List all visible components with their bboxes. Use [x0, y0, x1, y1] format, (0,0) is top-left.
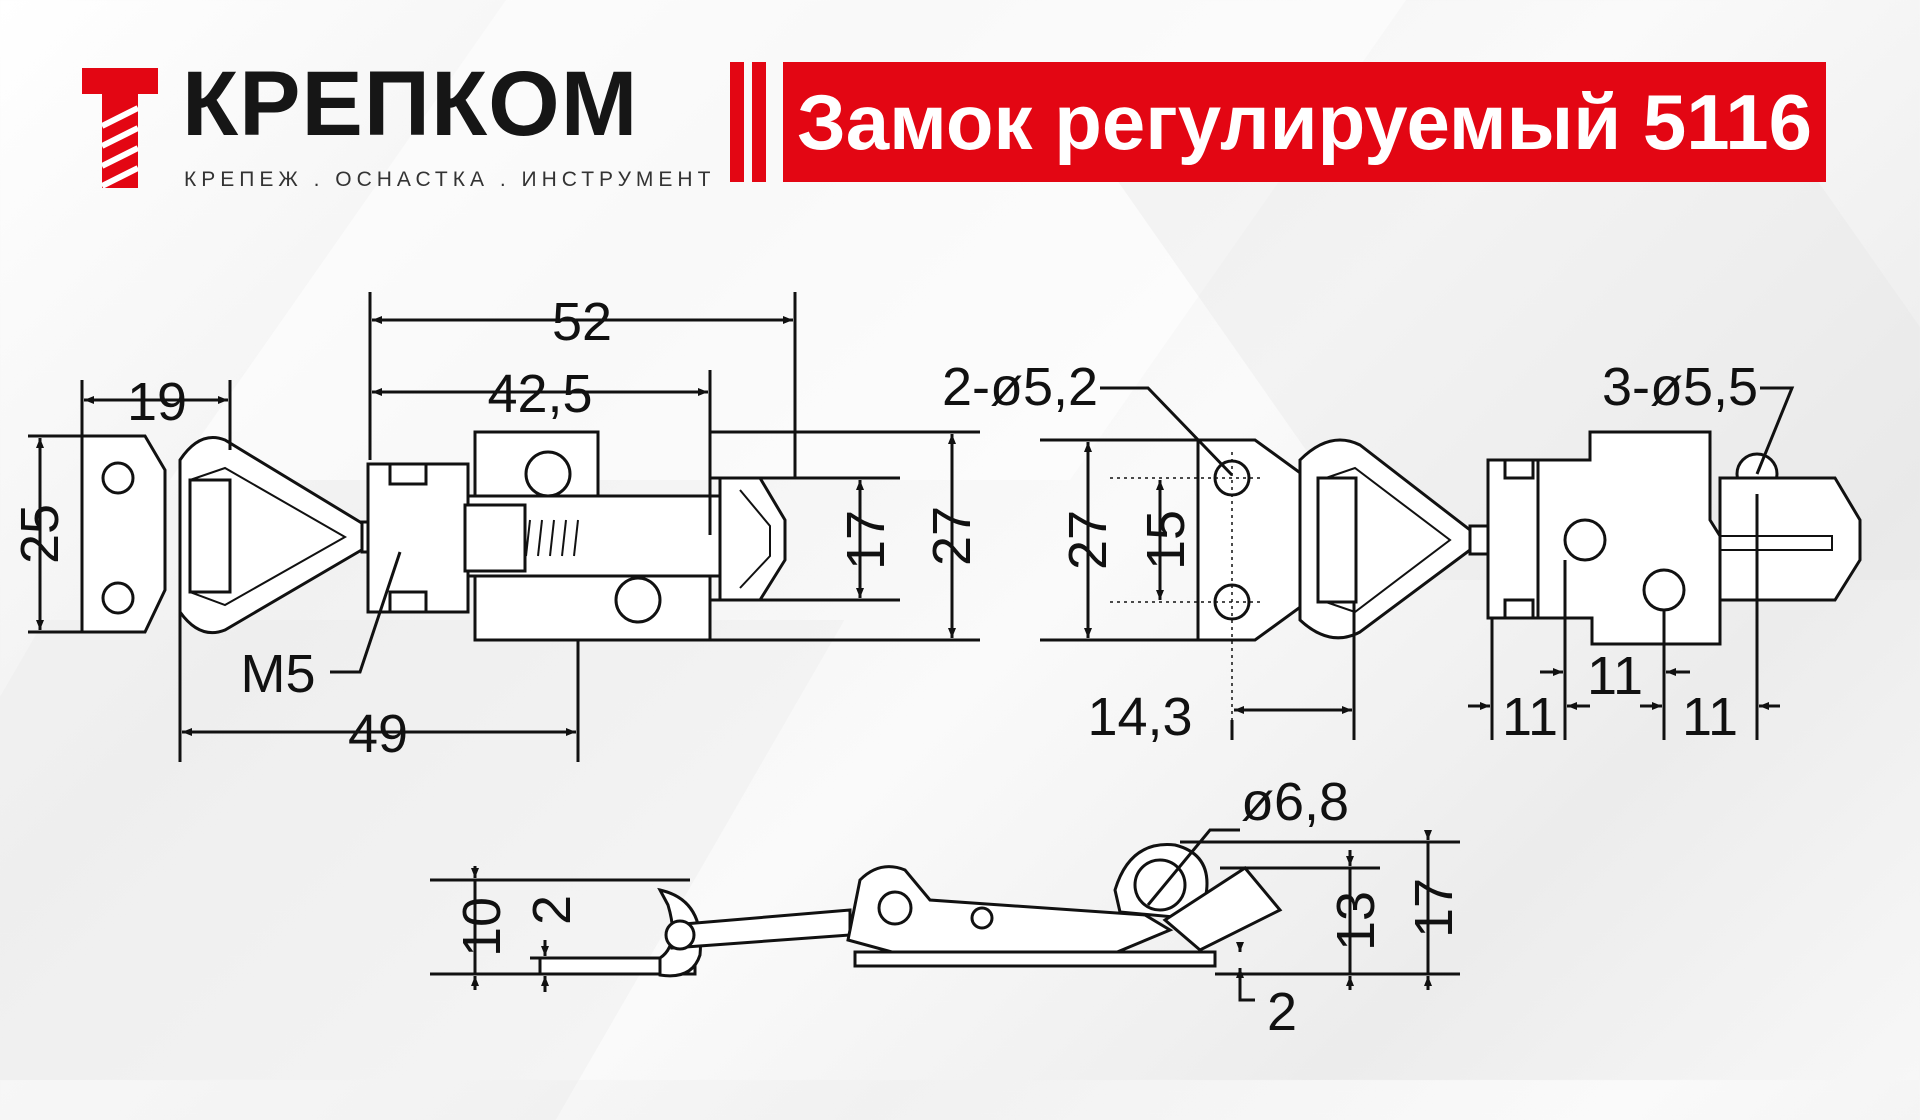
- link-rod: [670, 908, 852, 950]
- dim-hole-dia: ø6,8: [1241, 772, 1349, 832]
- dim-base-height: 10: [452, 897, 512, 957]
- dim-spacing-a: 11: [1502, 687, 1558, 747]
- top-view-right: 2-ø5,2 3-ø5,5 27 15 14,3 11 11 11: [942, 357, 1862, 747]
- dim-plate-height: 25: [10, 504, 70, 564]
- dim-plate-width: 19: [127, 372, 187, 432]
- hinge-bracket: [1486, 458, 1540, 620]
- side-view: ø6,8 10 2 13 17 2: [430, 772, 1464, 1042]
- dim-total-length: 49: [348, 704, 408, 764]
- dim-overall-length: 52: [552, 292, 612, 352]
- lever-arm: [846, 865, 1174, 967]
- dim-height: 27: [1058, 510, 1118, 570]
- ring-hole: [1133, 858, 1187, 912]
- technical-drawing: 52 42,5 19 25 17 27 M5 49: [10, 292, 1862, 1042]
- dim-total-height: 17: [1404, 878, 1464, 938]
- dim-spacing-c: 11: [1682, 687, 1738, 747]
- page-title: Замок регулируемый 5116: [783, 62, 1826, 182]
- latch-hook: [1718, 476, 1862, 602]
- dim-base-thickness: 2: [1267, 982, 1297, 1042]
- hinge-bracket: [366, 462, 470, 614]
- dim-thread: M5: [240, 644, 315, 704]
- mount-hole: [101, 461, 135, 495]
- dim-spacing-b: 11: [1587, 646, 1643, 706]
- mounting-plate: [1196, 438, 1312, 642]
- top-view-left: 52 42,5 19 25 17 27 M5 49: [10, 292, 982, 764]
- dim-mid-height: 13: [1326, 891, 1386, 951]
- bolt-logo-icon: [82, 68, 158, 188]
- brand-tagline: КРЕПЕЖ . ОСНАСТКА . ИНСТРУМЕНТ: [184, 168, 716, 191]
- mount-hole: [101, 581, 135, 615]
- dim-inner-height: 17: [836, 510, 896, 570]
- title-accent-bars: [730, 62, 786, 182]
- latch-base: [853, 950, 1217, 968]
- dim-holes-right: 3-ø5,5: [1602, 357, 1758, 417]
- loop-bar: [188, 478, 232, 594]
- hook-tip: [1162, 866, 1283, 952]
- brand-logo[interactable]: КРЕПКОМ КРЕПЕЖ . ОСНАСТКА . ИНСТРУМЕНТ: [82, 58, 710, 202]
- brand-name: КРЕПКОМ: [182, 53, 639, 155]
- dim-hole-spacing: 15: [1136, 510, 1196, 570]
- dim-holes-left: 2-ø5,2: [942, 357, 1098, 417]
- dim-hook-length: 42,5: [487, 364, 592, 424]
- dim-body-height: 27: [922, 506, 982, 566]
- latch-hook: [718, 476, 787, 602]
- dim-offset: 14,3: [1087, 687, 1192, 747]
- loop-bar: [1316, 476, 1358, 604]
- dim-plate-thickness: 2: [522, 895, 582, 925]
